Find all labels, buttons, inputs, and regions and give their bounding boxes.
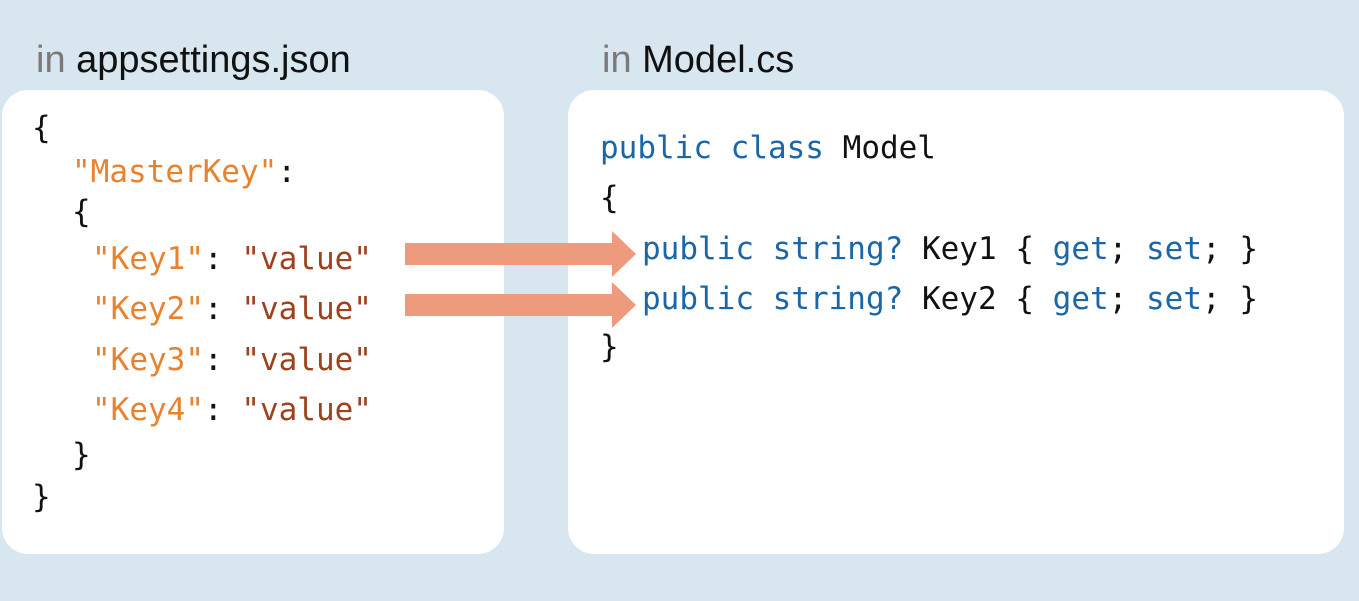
left-heading-prefix: in — [36, 39, 66, 81]
model-panel: public class Model { public string? Key1… — [568, 90, 1344, 554]
prop-name: Key2 — [921, 281, 997, 317]
prop-semicolon: ; — [1108, 231, 1128, 267]
prop-semicolon: ; — [1202, 231, 1221, 267]
json-entry-4: "Key4": "value" — [92, 390, 372, 430]
prop-semicolon: ; — [1108, 281, 1128, 317]
prop-get: get — [1052, 231, 1109, 267]
property-key1: public string? Key1 { get; set; } — [642, 229, 1258, 269]
json-entry-sep: : — [203, 392, 242, 428]
json-entry-value: "value" — [241, 241, 372, 277]
json-entry-key: "Key3" — [92, 342, 204, 378]
keyword-class: class — [730, 130, 824, 166]
prop-open-brace: { — [1015, 231, 1034, 267]
prop-set: set — [1146, 281, 1202, 317]
json-entry-sep: : — [203, 291, 242, 327]
prop-type: string? — [772, 281, 904, 317]
prop-close-brace: } — [1239, 281, 1259, 317]
class-name: Model — [842, 130, 936, 166]
json-entry-value: "value" — [241, 392, 372, 428]
left-heading: in appsettings.json — [36, 36, 351, 84]
json-entry-sep: : — [203, 241, 242, 277]
json-inner-open-brace: { — [72, 194, 91, 230]
json-inner-close-brace: } — [72, 437, 91, 473]
json-master-colon: : — [277, 154, 296, 190]
class-declaration: public class Model — [600, 128, 936, 168]
json-close-brace: } — [32, 479, 51, 515]
arrow-key1 — [405, 231, 636, 277]
json-entry-key: "Key4" — [92, 392, 204, 428]
left-heading-filename: appsettings.json — [76, 39, 351, 81]
property-key2: public string? Key2 { get; set; } — [642, 279, 1258, 319]
class-close-brace: } — [600, 329, 619, 365]
json-master-key: "MasterKey" — [72, 154, 278, 190]
json-panel: { "MasterKey": { "Key1": "value" "Key2":… — [2, 90, 504, 554]
prop-semicolon: ; — [1202, 281, 1221, 317]
json-entry-value: "value" — [241, 291, 372, 327]
class-open-brace: { — [600, 180, 619, 216]
prop-get: get — [1052, 281, 1109, 317]
json-entry-3: "Key3": "value" — [92, 340, 372, 380]
prop-modifier: public — [642, 231, 754, 267]
keyword-public: public — [600, 130, 712, 166]
prop-set: set — [1146, 231, 1202, 267]
right-heading-filename: Model.cs — [642, 39, 795, 81]
prop-open-brace: { — [1015, 281, 1034, 317]
arrow-key2 — [405, 282, 636, 328]
json-entry-sep: : — [203, 342, 242, 378]
json-entry-key: "Key1" — [92, 241, 204, 277]
right-heading: in Model.cs — [602, 36, 794, 84]
prop-name: Key1 — [921, 231, 997, 267]
json-entry-1: "Key1": "value" — [92, 239, 372, 279]
prop-modifier: public — [642, 281, 754, 317]
json-open-brace: { — [32, 110, 51, 146]
json-entry-key: "Key2" — [92, 291, 204, 327]
json-entry-value: "value" — [241, 342, 372, 378]
prop-close-brace: } — [1239, 231, 1259, 267]
right-heading-prefix: in — [602, 39, 632, 81]
prop-type: string? — [772, 231, 904, 267]
json-entry-2: "Key2": "value" — [92, 289, 372, 329]
json-master-key-line: "MasterKey": — [72, 152, 296, 192]
